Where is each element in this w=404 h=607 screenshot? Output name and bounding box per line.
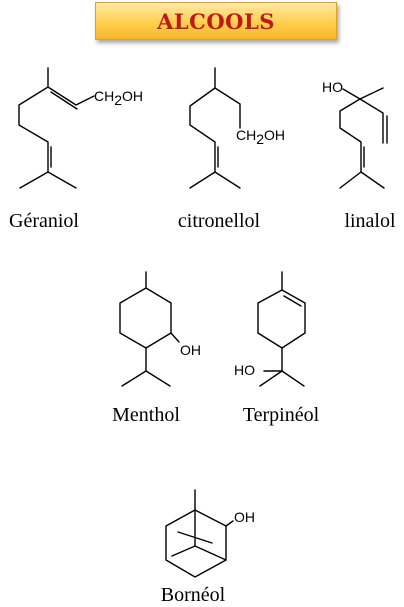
caption-borneol: Bornéol [160, 584, 226, 606]
borneol-oh-label: OH [234, 509, 255, 525]
geraniol-ch2oh-label: CH2OH [94, 88, 143, 108]
citronellol-structure: CH2OH [189, 67, 285, 189]
citronellol-ch2oh-label: CH2OH [236, 127, 285, 147]
caption-linalol: linalol [344, 210, 396, 232]
linalol-structure: HO [322, 79, 388, 189]
caption-terpineol: Terpinéol [242, 404, 320, 426]
linalol-ho-label: HO [322, 79, 343, 95]
title-banner: ALCOOLS [95, 2, 337, 40]
terpineol-ho-label: HO [234, 362, 255, 378]
caption-citronellol: citronellol [177, 210, 261, 232]
caption-menthol: Menthol [112, 404, 180, 426]
menthol-oh-label: OH [180, 342, 201, 358]
terpineol-structure: HO [234, 271, 306, 387]
geraniol-structure: CH2OH [18, 67, 143, 189]
borneol-structure: OH [165, 489, 255, 578]
menthol-structure: OH [119, 271, 201, 387]
caption-geraniol: Géraniol [9, 210, 79, 232]
page-title: ALCOOLS [157, 9, 275, 34]
